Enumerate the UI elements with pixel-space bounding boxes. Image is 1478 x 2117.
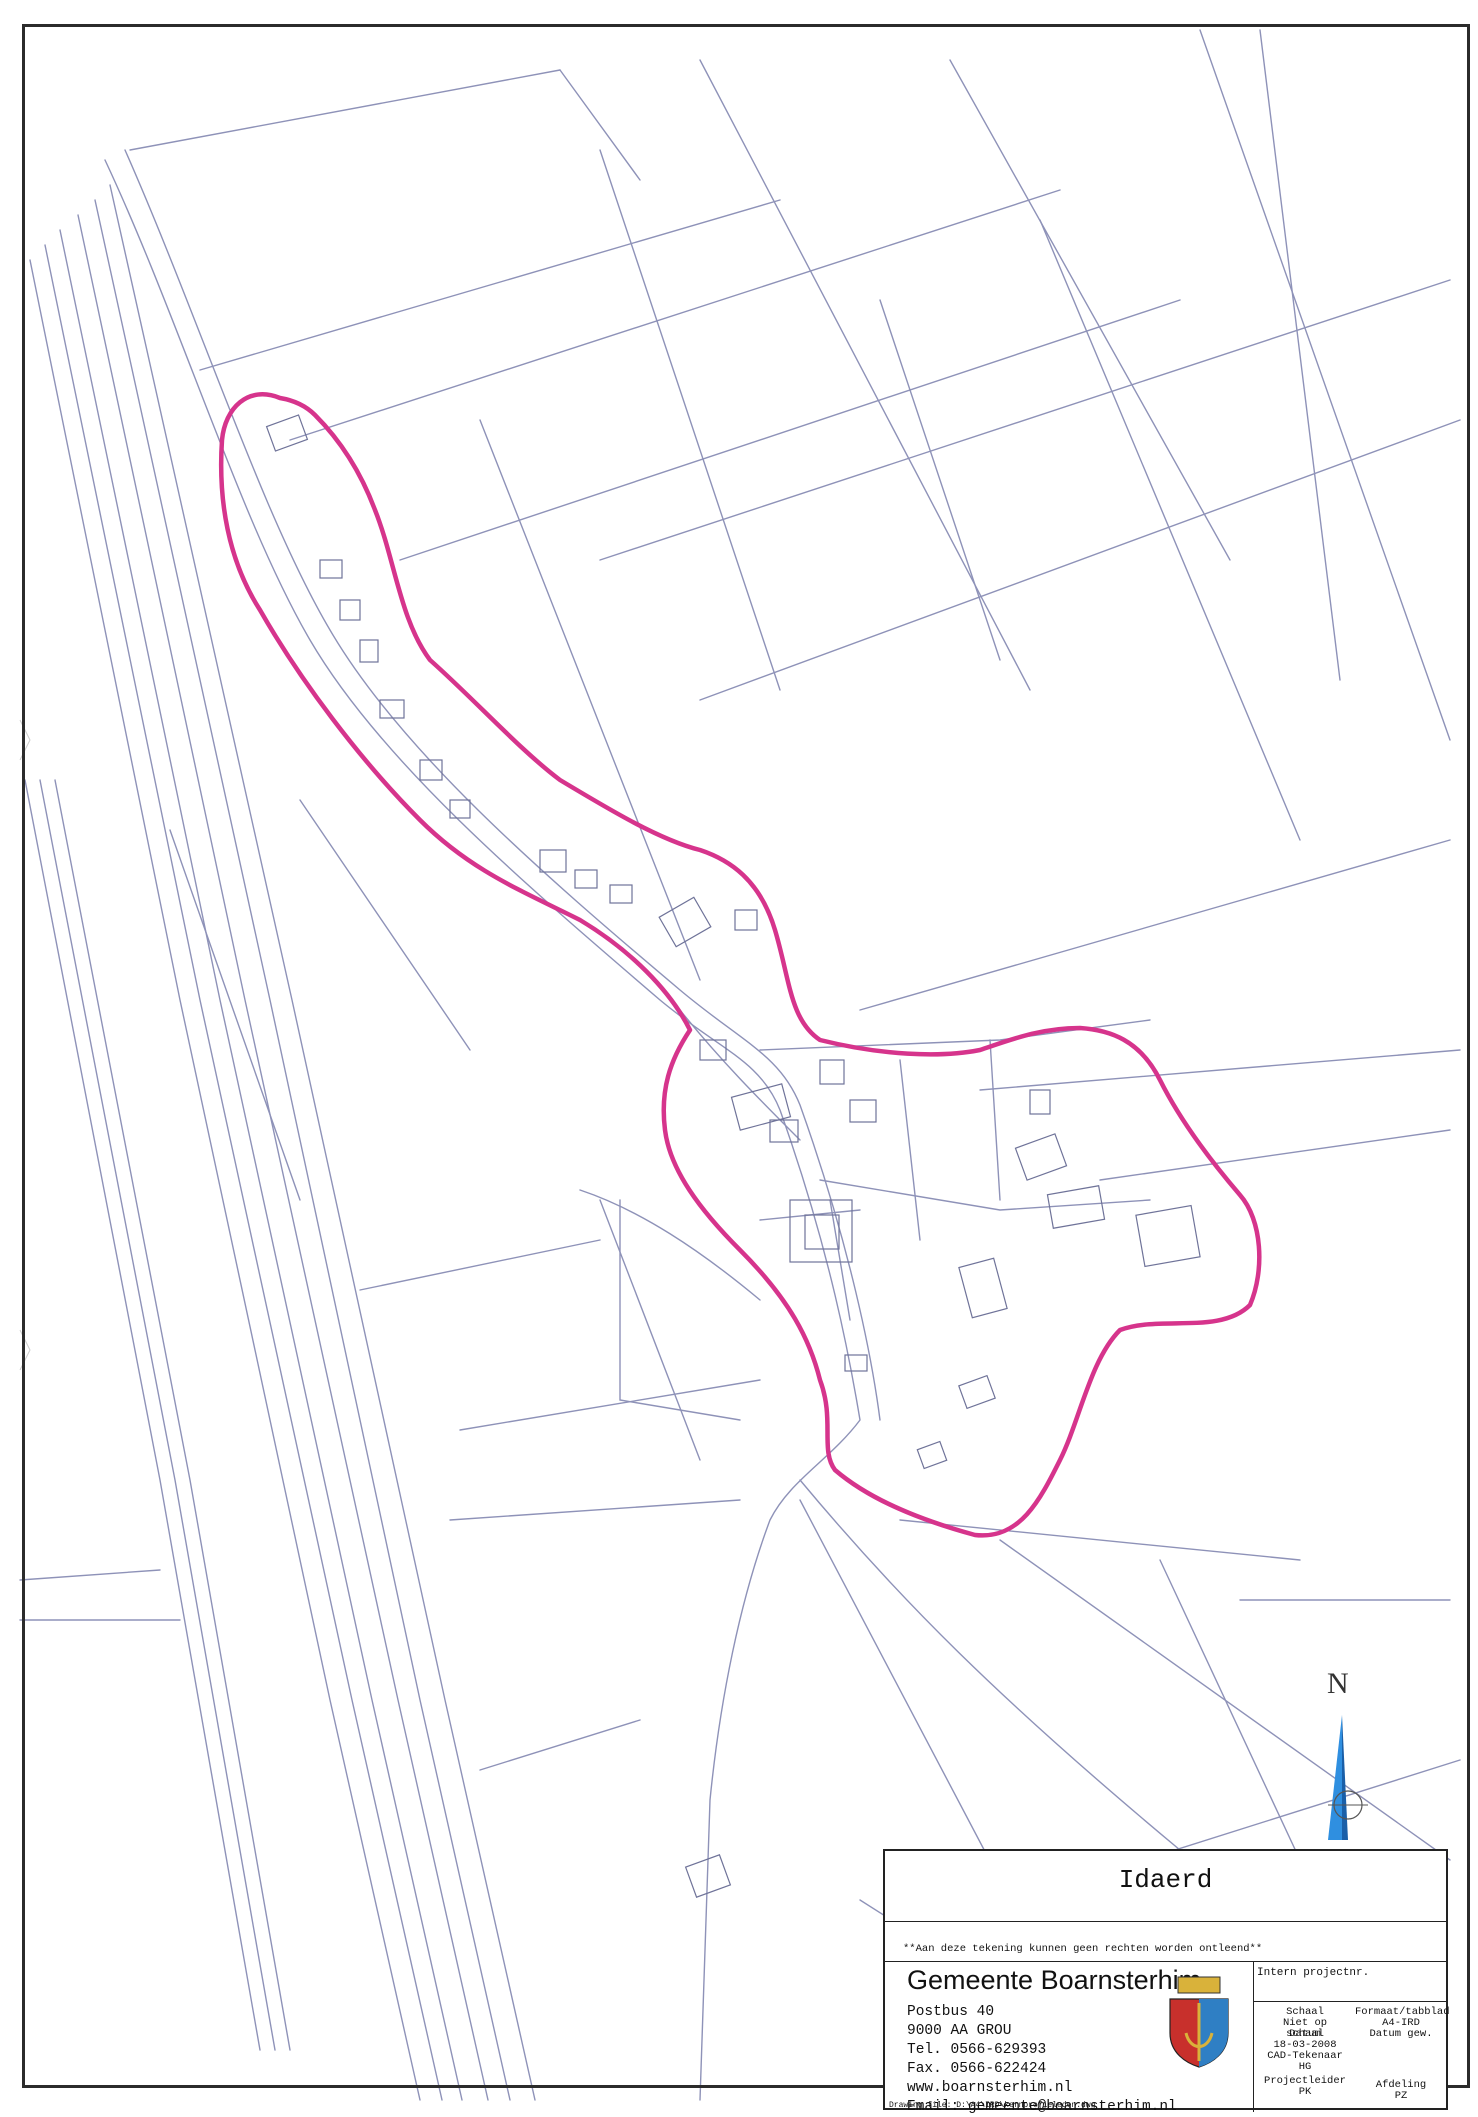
north-label: N: [1327, 1667, 1349, 1700]
scale-value: Niet op schaal: [1282, 2017, 1328, 2040]
department-label: Afdeling: [1375, 2079, 1427, 2091]
divider: [885, 1961, 1446, 1962]
contact-details: Postbus 40 9000 AA GROU Tel. 0566-629393…: [907, 2003, 1177, 2117]
website-link[interactable]: www.boarnsterhim.nl: [907, 2080, 1073, 2096]
contact-line: 9000 AA GROU: [907, 2023, 1012, 2039]
date-label: Datum: [1289, 2028, 1321, 2040]
village-boundary: [218, 392, 1262, 1538]
title-row: Idaerd: [885, 1851, 1446, 1922]
format-value: A4-IRD: [1382, 2017, 1420, 2029]
project-number-label: Intern projectnr.: [1257, 1967, 1370, 1979]
north-arrow-icon: [1328, 1715, 1368, 1840]
date-value: 18-03-2008: [1273, 2039, 1337, 2051]
date-changed-label: Datum gew.: [1369, 2028, 1433, 2040]
contact-line: Tel. 0566-629393: [907, 2042, 1047, 2058]
divider: [1253, 1961, 1254, 2112]
divider: [1253, 2001, 1446, 2002]
projectleader-value: PK: [1298, 2086, 1312, 2098]
contact-line: Postbus 40: [907, 2004, 995, 2020]
drawing-file: Drawing file: D:\A4\IRD\kernprofieleden.…: [889, 2101, 1096, 2110]
map-frame: [22, 24, 1470, 2088]
department-value: PZ: [1394, 2090, 1408, 2102]
cad-value: HG: [1298, 2061, 1312, 2073]
organisation-name: Gemeente Boarnsterhim: [907, 1965, 1202, 1995]
cad-label: CAD-Tekenaar: [1267, 2050, 1343, 2062]
format-label: Formaat/tabblad: [1355, 2006, 1450, 2018]
disclaimer-note: **Aan deze tekening kunnen geen rechten …: [903, 1943, 1263, 1955]
contact-line: Fax. 0566-622424: [907, 2061, 1047, 2077]
municipal-crest-icon: [1169, 1976, 1229, 2068]
title-block: Idaerd **Aan deze tekening kunnen geen r…: [883, 1849, 1450, 2115]
place-title: Idaerd: [1118, 1865, 1213, 1895]
scale-label: Schaal: [1286, 2006, 1324, 2018]
projectleader-label: Projectleider: [1264, 2075, 1346, 2087]
